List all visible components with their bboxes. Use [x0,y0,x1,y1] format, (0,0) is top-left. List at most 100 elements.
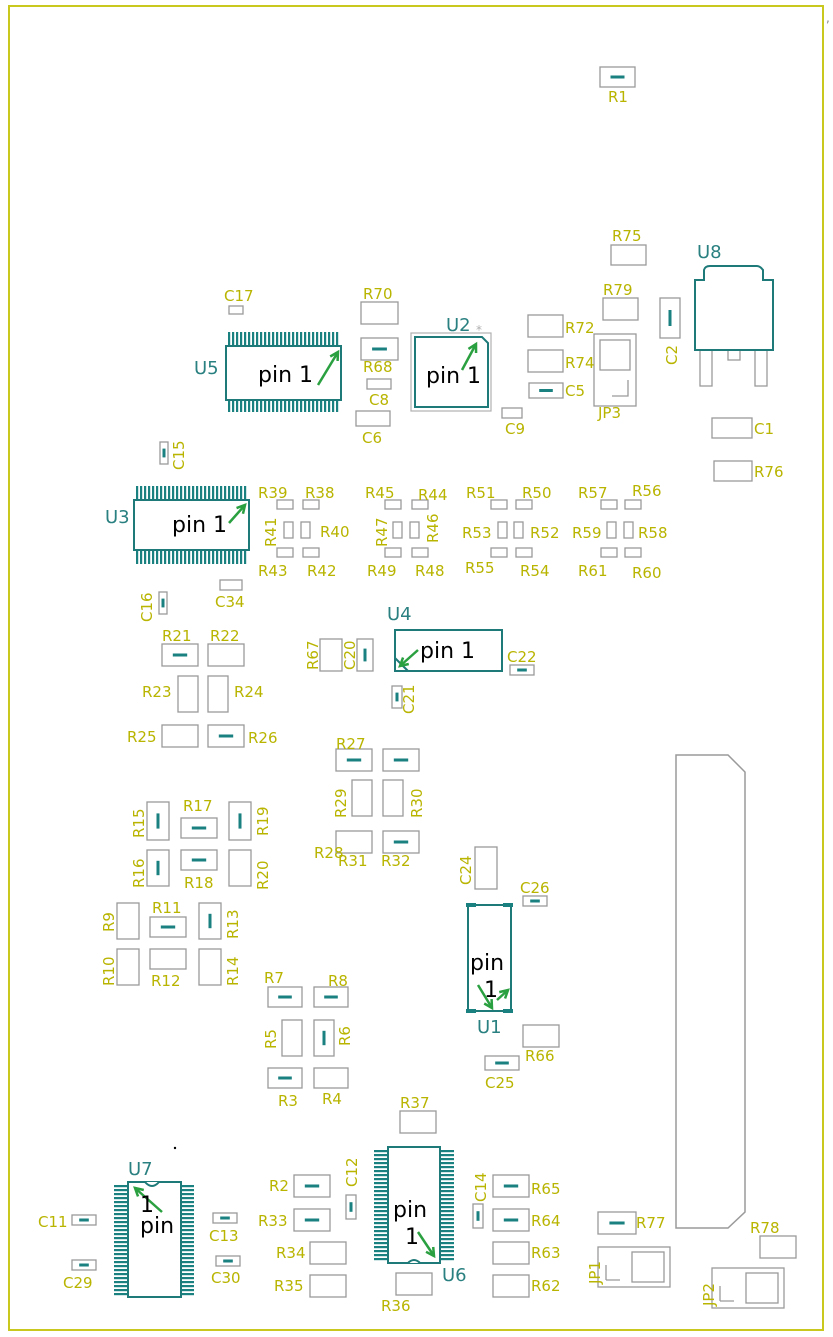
label-c8: C8 [369,391,389,409]
label-r44: R44 [418,486,448,504]
label-r59: R59 [572,524,602,542]
r66-body [522,1024,560,1048]
pad-mark [495,1061,509,1065]
ic-pin [228,400,231,412]
ic-pin [188,486,191,500]
pad-mark [503,1218,519,1222]
c16-body [158,591,168,615]
ic-pin [374,1250,388,1253]
small-pad [600,499,618,510]
r75-body [610,244,647,266]
ic-pin [114,1241,128,1244]
ic-pin [316,332,319,346]
c26-body [522,895,548,907]
ic-pin [200,550,203,564]
ic-pin [114,1197,128,1200]
pin1-num-u1: 1 [484,978,498,1003]
label-r35: R35 [274,1277,304,1295]
small-pad [624,547,642,558]
ic-pin [216,486,219,500]
ic-pin [244,550,247,564]
u4-pin1-arrow [399,649,419,667]
pin1-text: pin 1 [172,513,227,538]
small-pad [276,547,294,558]
label-r25: R25 [127,728,157,746]
ic-pin [374,1246,388,1249]
label-c11: C11 [38,1213,68,1231]
r30a-body [382,748,420,772]
u2-star: * [476,323,482,337]
pad-mark [304,1218,320,1222]
ic-pin [212,550,215,564]
pad-mark [610,75,625,79]
label-r22: R22 [210,627,240,645]
u5-pin1-arrow-head [329,349,340,362]
c15-body [159,441,169,465]
ic-pin [374,1242,388,1245]
ic-pin [200,486,203,500]
ic-pin [316,400,319,412]
u3-pin1-arrow [228,504,246,524]
ic-pin [320,332,323,346]
c11-body [71,1214,97,1226]
ic-pin [114,1217,128,1220]
c2-body [659,297,681,339]
r37-body [399,1110,437,1134]
small-pad [411,499,429,510]
ic-pin [180,1221,194,1224]
ic-pin [374,1210,388,1213]
label-jp3: JP3 [597,404,621,422]
label-c24: C24 [457,855,475,885]
ic-pin [374,1174,388,1177]
ic-pin [240,332,243,346]
r36-body [395,1272,433,1296]
ic-pin [232,486,235,500]
r18-body [180,849,218,871]
u8-lead [754,349,768,387]
label-u7: U7 [128,1159,153,1180]
ic-pin [374,1234,388,1237]
small-pad [384,547,402,558]
ic-pin [374,1158,388,1161]
label-u3: U3 [105,507,130,528]
pad-mark [223,1259,233,1263]
ic-pin [180,1285,194,1288]
ic-pin [168,486,171,500]
label-r10: R10 [100,956,118,986]
ic-pin [288,400,291,412]
ic-pin [180,1241,194,1244]
ic-pin [180,1265,194,1268]
label-r14: R14 [224,956,242,986]
pad-mark [161,598,165,608]
ic-pin [440,1238,454,1241]
label-r53: R53 [462,524,492,542]
ic-pin [114,1193,128,1196]
ic-pin [208,486,211,500]
small-pad-v [497,521,508,539]
label-r15: R15 [130,808,148,838]
small-pad [490,499,508,510]
ic-pin [440,1210,454,1213]
label-r48: R48 [415,562,445,580]
label-c5: C5 [565,382,585,400]
ic-pin [440,1178,454,1181]
ic-pin [196,486,199,500]
ic-pin [114,1205,128,1208]
ic-pin [374,1222,388,1225]
ic-pin [440,1246,454,1249]
label-c12: C12 [343,1157,361,1187]
ic-pin [156,486,159,500]
ic-pin [374,1178,388,1181]
component-bodies [71,66,797,1309]
ic-pin [180,550,183,564]
r32-body [382,830,420,854]
ic-pin [244,400,247,412]
ic-pin [440,1194,454,1197]
pad-mark [476,1211,480,1221]
r35-body [309,1274,347,1298]
ic-pin [308,400,311,412]
r33-body [293,1208,331,1232]
ic-pin [152,550,155,564]
ic-pin [180,1233,194,1236]
label-r77: R77 [636,1214,666,1232]
